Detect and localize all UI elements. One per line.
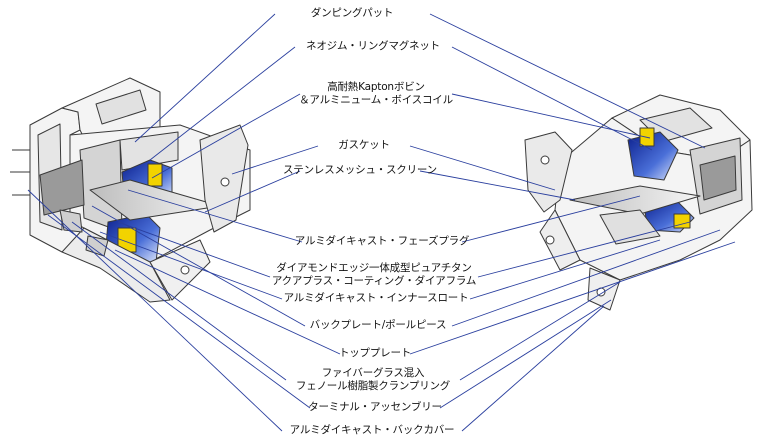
right-lower-coil xyxy=(673,213,691,229)
left-upper-coil xyxy=(147,163,163,187)
left-driver xyxy=(10,77,251,303)
label-clamp-line-1: ファイバーグラス混入 xyxy=(321,367,425,379)
right-throat xyxy=(569,185,701,215)
terminal-pins xyxy=(10,149,30,196)
right-driver xyxy=(524,94,753,311)
label-back-cover: アルミダイキャスト・バックカバー xyxy=(289,424,455,436)
label-voice-coil: ＆アルミニューム・ボイスコイル xyxy=(299,94,453,106)
label-damping-pad: ダンピングパット xyxy=(310,7,394,19)
label-neodymium-ring-magnet: ネオジム・リングマグネット xyxy=(306,40,440,52)
label-kapton-bobbin: 高耐熱Kaptonボビン xyxy=(327,81,425,93)
label-top-plate: トッププレート xyxy=(338,347,412,359)
label-terminal-assembly: ターミナル・アッセンブリー xyxy=(308,401,442,413)
label-titanium-diaphragm: ダイアモンドエッジ一体成型ピュアチタン アクアプラス・コーティング・ダイアフラム xyxy=(271,262,477,288)
label-diaphragm-line-2: アクアプラス・コーティング・ダイアフラム xyxy=(271,275,477,287)
label-kapton-bobbin-voice-coil: 高耐熱Kaptonボビン ＆アルミニューム・ボイスコイル xyxy=(299,81,453,107)
label-clamp-ring: ファイバーグラス混入 フェノール樹脂製クランプリング xyxy=(296,367,450,393)
leader-lines xyxy=(27,13,736,432)
label-stainless-mesh-screen: ステンレスメッシュ・スクリーン xyxy=(283,164,437,176)
label-back-plate-pole-piece: バックプレート/ポールピース xyxy=(309,319,447,331)
label-phase-plug: アルミダイキャスト・フェーズプラグ xyxy=(294,235,470,247)
label-inner-throat: アルミダイキャスト・インナースロート xyxy=(283,292,469,304)
right-front-flange xyxy=(524,131,573,213)
label-diaphragm-line-1: ダイアモンドエッジ一体成型ピュアチタン xyxy=(276,262,472,274)
label-clamp-line-2: フェノール樹脂製クランプリング xyxy=(295,380,451,392)
label-gasket: ガスケット xyxy=(338,139,390,151)
